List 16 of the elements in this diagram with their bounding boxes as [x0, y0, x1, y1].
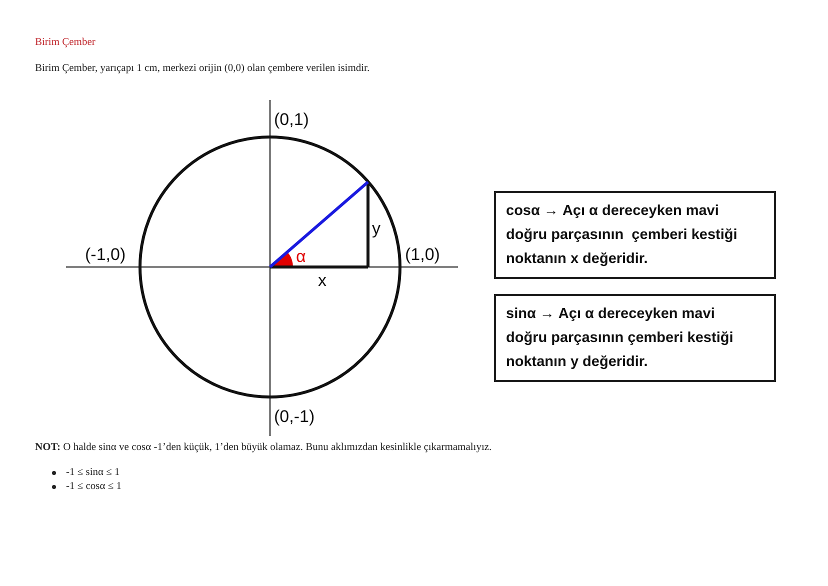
list-item: -1 ≤ cosα ≤ 1 — [50, 480, 122, 494]
side-label: y — [372, 220, 380, 237]
angle-label: α — [296, 248, 306, 265]
intro-text: Birim Çember, yarıçapı 1 cm, merkezi orijin (0,0) olan çembere verilen isimdir. — [35, 63, 370, 74]
page-heading: Birim Çember — [35, 37, 96, 48]
coordinate-label: (1,0) — [405, 246, 440, 263]
side-label: x — [318, 272, 326, 289]
definition-text: sinα → Açı α dereceyken mavi doğru parçasının çemberi kestiği noktanın y değeridir. — [506, 305, 734, 372]
note-text: NOT: O halde sinα ve cosα -1’den küçük, 1’den büyük olamaz. Bunu aklımızdan kesinlikle çıkarmamalıyız. — [35, 442, 492, 453]
coordinate-label: (0,1) — [274, 111, 309, 128]
list-item: -1 ≤ sinα ≤ 1 — [50, 466, 122, 480]
coordinate-label: (-1,0) — [85, 246, 126, 263]
definition-text: cosα → Açı α dereceyken mavi doğru parçasının çemberi kestiği noktanın x değeridir. — [506, 202, 738, 269]
definition-box — [494, 191, 776, 279]
definition-box — [494, 294, 776, 382]
coordinate-label: (0,-1) — [274, 408, 315, 425]
